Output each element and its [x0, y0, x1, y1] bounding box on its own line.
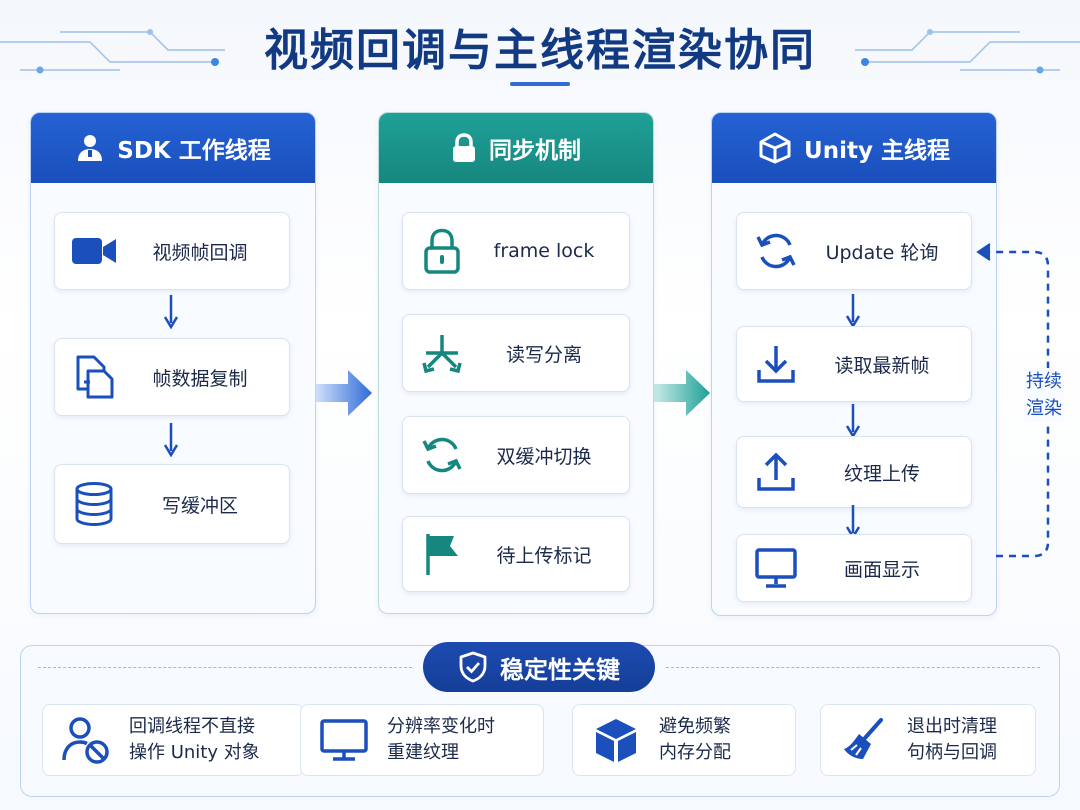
- sync-mechanism-title: 同步机制: [489, 138, 581, 164]
- lock-icon: [403, 228, 481, 274]
- file-copy-icon: [55, 355, 133, 399]
- card-write-buffer: 写缓冲区: [54, 464, 290, 544]
- sdk-thread-title: SDK 工作线程: [117, 138, 271, 164]
- card-frame-lock: frame lock: [402, 212, 630, 290]
- arrow-down-icon: [163, 423, 179, 457]
- user-worker-icon: [75, 133, 105, 163]
- tip-rebuild-texture: 分辨率变化时重建纹理: [300, 704, 544, 776]
- flow-arrow-right-icon: [654, 370, 710, 416]
- arrow-down-icon: [163, 295, 179, 329]
- card-display-frame: 画面显示: [736, 534, 972, 602]
- card-label: 画面显示: [843, 558, 920, 581]
- arrow-down-icon: [845, 294, 861, 328]
- card-read-write-split: 读写分离: [402, 314, 630, 392]
- monitor-icon: [737, 547, 815, 589]
- flow-arrow-right-icon: [316, 370, 372, 416]
- split-arrows-icon: [403, 331, 481, 375]
- tip-cleanup-on-exit: 退出时清理句柄与回调: [820, 704, 1036, 776]
- download-icon: [737, 342, 815, 386]
- card-video-frame-callback: 视频帧回调: [54, 212, 290, 290]
- card-label: 写缓冲区: [161, 494, 238, 517]
- tip-text: 分辨率变化时重建纹理: [387, 716, 495, 763]
- tip-text: 避免频繁内存分配: [659, 716, 731, 763]
- page-title: 视频回调与主线程渲染协同: [264, 25, 816, 76]
- database-icon: [55, 482, 133, 526]
- circuit-decoration-right: [855, 29, 1080, 74]
- flag-icon: [403, 532, 481, 576]
- loop-label: 持续渲染: [1024, 368, 1064, 422]
- card-label: 读取最新帧: [834, 354, 930, 377]
- stability-title: 稳定性关键: [500, 655, 620, 684]
- broom-icon: [821, 717, 907, 763]
- sdk-thread-header: SDK 工作线程: [31, 113, 315, 183]
- user-block-icon: [43, 716, 129, 764]
- unity-main-thread-header: Unity 主线程: [712, 113, 996, 183]
- card-label: Update 轮询: [825, 241, 939, 264]
- card-update-polling: Update 轮询: [736, 212, 972, 290]
- monitor-icon: [301, 718, 387, 762]
- sync-mechanism-header: 同步机制: [379, 113, 653, 183]
- tip-text: 回调线程不直接操作 Unity 对象: [129, 716, 260, 763]
- refresh-cycle-icon: [403, 433, 481, 477]
- card-read-latest-frame: 读取最新帧: [736, 326, 972, 402]
- refresh-cycle-icon: [737, 229, 815, 273]
- title-underline: [510, 82, 570, 86]
- tip-avoid-allocation: 避免频繁内存分配: [572, 704, 796, 776]
- upload-icon: [737, 450, 815, 494]
- circuit-decoration-left: [0, 29, 225, 74]
- tip-text: 退出时清理句柄与回调: [907, 716, 997, 763]
- lock-icon: [451, 133, 477, 163]
- divider-line: [38, 667, 412, 668]
- arrow-down-icon: [845, 404, 861, 438]
- card-label: 读写分离: [505, 343, 582, 366]
- tip-callback-thread: 回调线程不直接操作 Unity 对象: [42, 704, 304, 776]
- card-pending-upload-flag: 待上传标记: [402, 516, 630, 592]
- stability-title-pill: 稳定性关键: [423, 642, 655, 692]
- card-texture-upload: 纹理上传: [736, 436, 972, 508]
- card-label: 双缓冲切换: [496, 445, 592, 468]
- card-label: frame lock: [493, 240, 595, 262]
- divider-line: [666, 667, 1040, 668]
- card-label: 待上传标记: [496, 544, 592, 567]
- card-frame-data-copy: 帧数据复制: [54, 338, 290, 416]
- card-label: 纹理上传: [843, 462, 920, 485]
- shield-check-icon: [458, 651, 488, 683]
- video-camera-icon: [55, 235, 133, 267]
- card-double-buffer-swap: 双缓冲切换: [402, 416, 630, 494]
- cube-icon: [573, 716, 659, 764]
- unity-main-thread-title: Unity 主线程: [804, 138, 950, 164]
- card-label: 视频帧回调: [152, 241, 248, 264]
- card-label: 帧数据复制: [152, 367, 248, 390]
- unity-logo-icon: [758, 132, 792, 164]
